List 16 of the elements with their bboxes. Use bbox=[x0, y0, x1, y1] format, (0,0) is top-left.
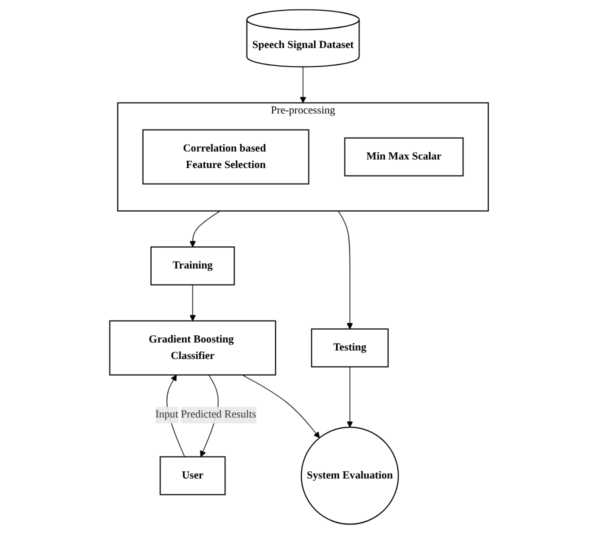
arrow bbox=[300, 66, 306, 104]
edge-label: Predicted Results bbox=[180, 408, 256, 421]
node-box: Testing bbox=[311, 328, 389, 368]
node-circle: System Evaluation bbox=[300, 426, 399, 525]
arrow bbox=[166, 374, 185, 458]
node-box: Training bbox=[150, 246, 235, 286]
node-box: Gradient Boosting Classifier bbox=[109, 320, 276, 376]
arrow bbox=[242, 374, 320, 438]
arrow bbox=[189, 210, 221, 248]
arrow bbox=[338, 210, 353, 330]
arrow bbox=[346, 366, 353, 428]
edge-label: Input bbox=[155, 408, 178, 421]
node-box: Correlation based Feature Selection bbox=[142, 129, 310, 184]
node-box: User bbox=[160, 456, 226, 496]
node-box: Min Max Scalar bbox=[344, 137, 464, 176]
arrow bbox=[189, 284, 196, 322]
